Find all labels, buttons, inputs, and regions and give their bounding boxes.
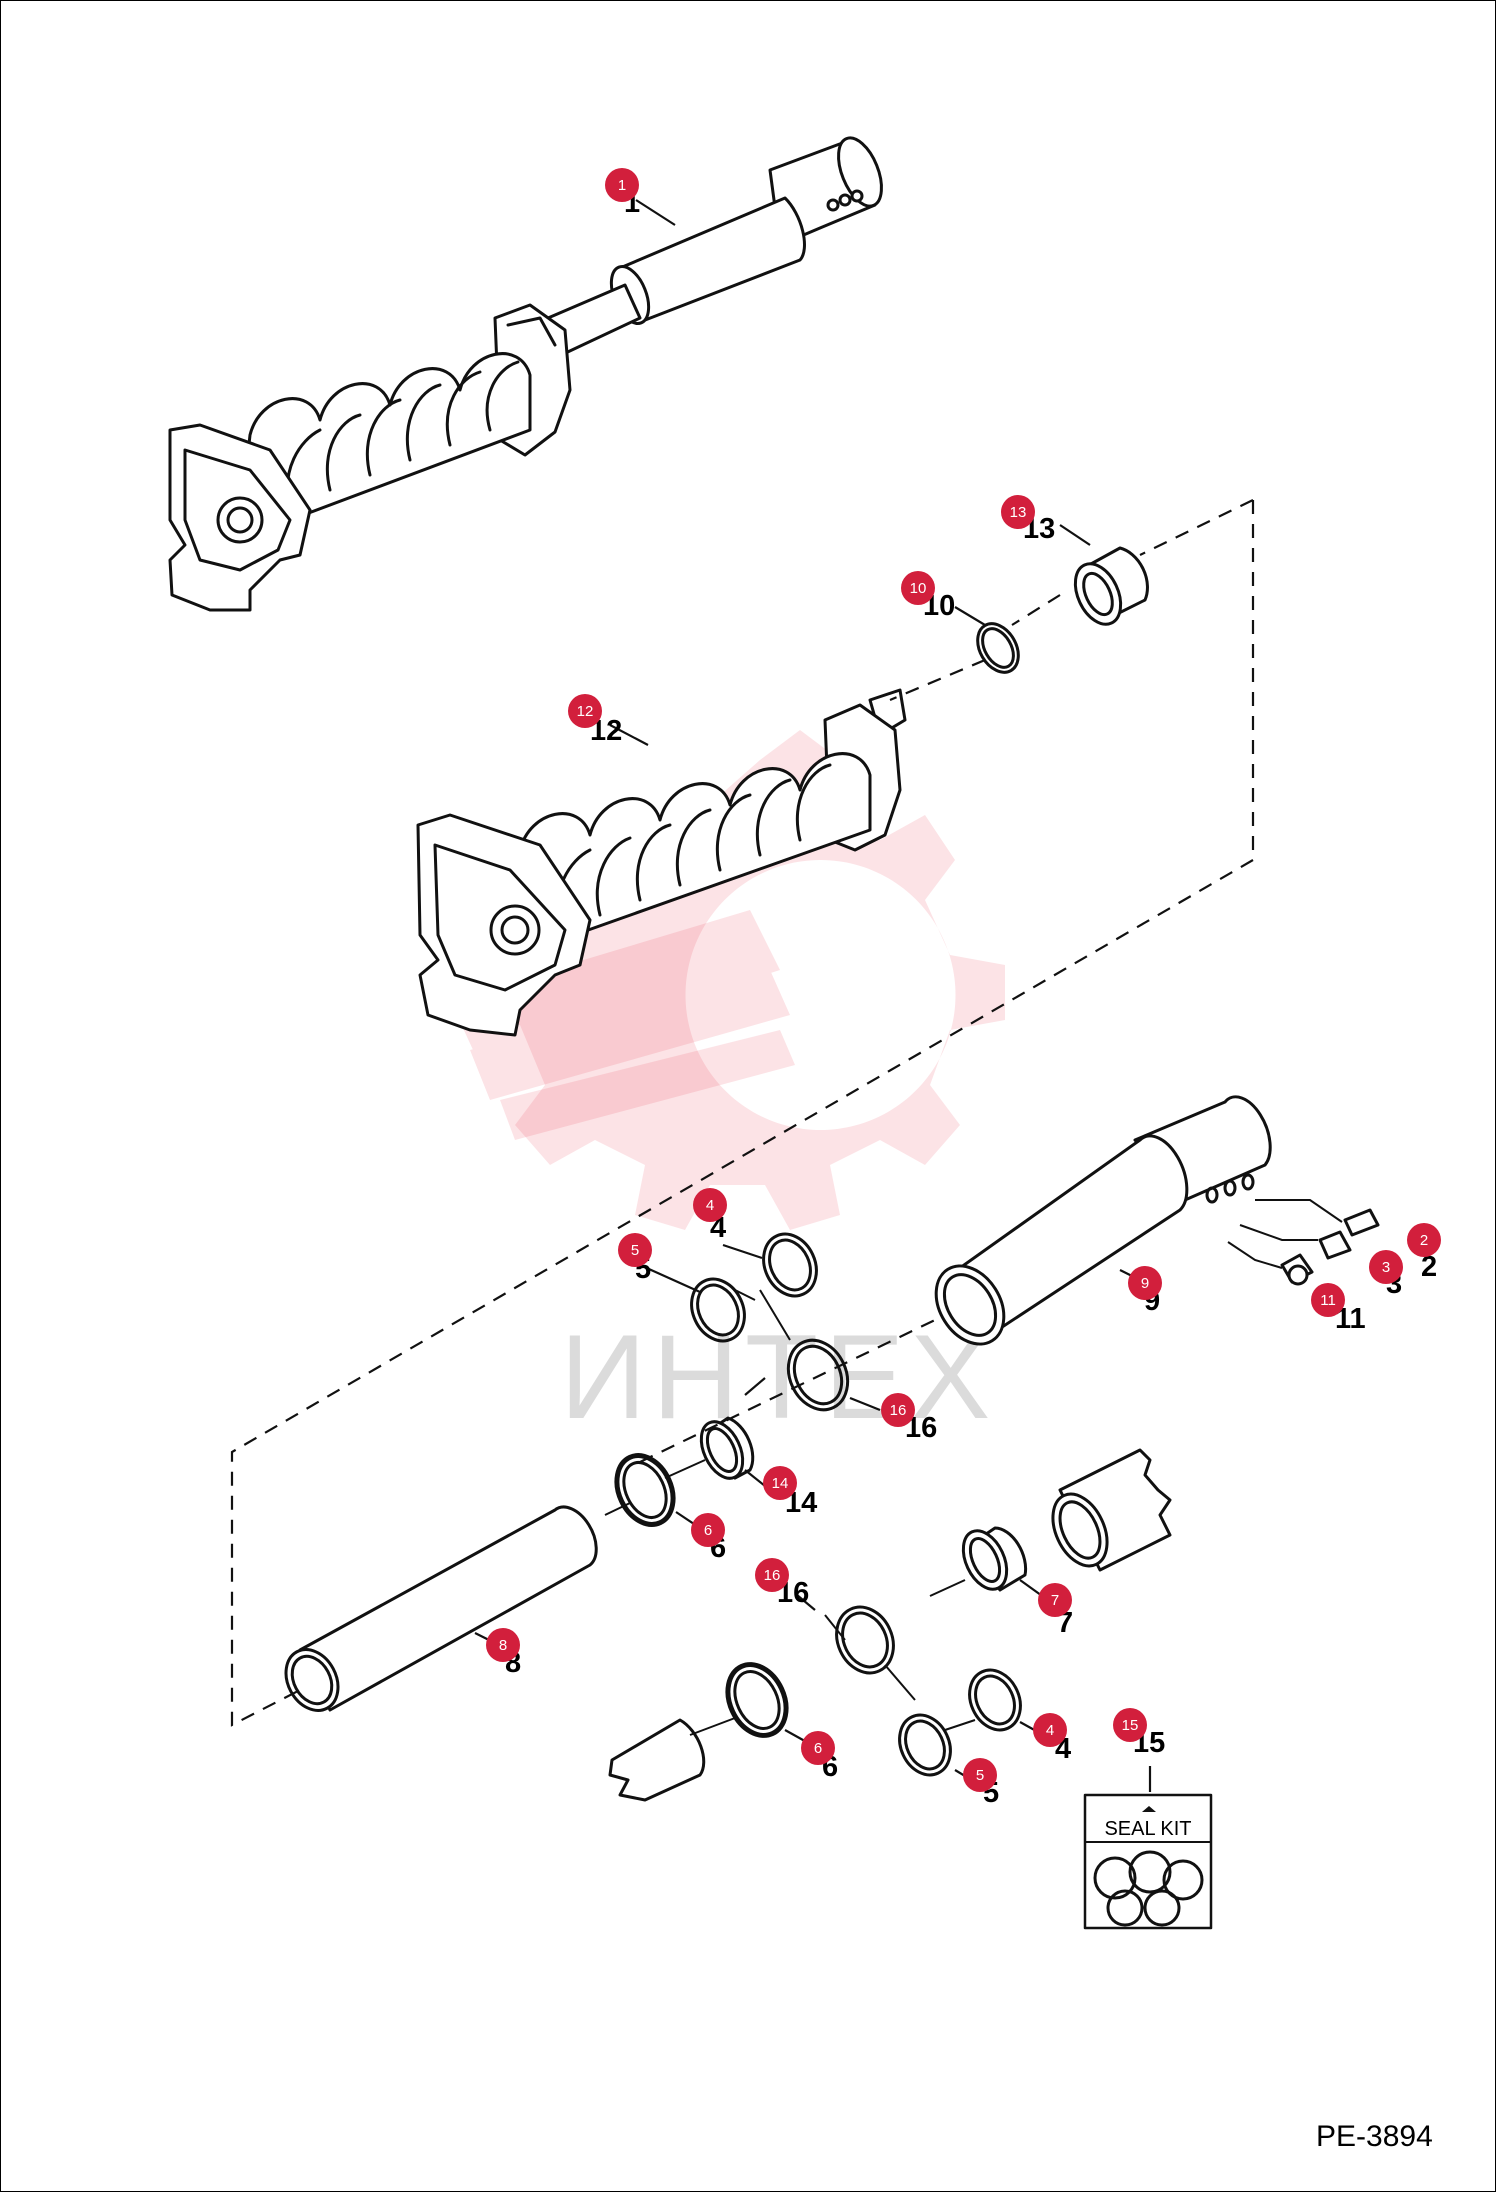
- fittings-2-3-11: [1227, 1199, 1380, 1286]
- callout-16a: 16: [881, 1393, 915, 1427]
- callout-16b: 16: [755, 1558, 789, 1592]
- callout-14: 14: [763, 1466, 797, 1500]
- callout-3: 3: [1369, 1250, 1403, 1284]
- callout-11: 11: [1311, 1283, 1345, 1317]
- callout-10: 10: [901, 571, 935, 605]
- callout-4a: 4: [693, 1188, 727, 1222]
- seal-6-upper: [614, 1453, 676, 1527]
- o-ring-10: [976, 622, 1020, 674]
- callout-markers: 1 2 3 4 4 5 5 6 6 7 8 9 10 11 12 13 14 1…: [486, 168, 1441, 1792]
- svg-text:15: 15: [1122, 1717, 1139, 1734]
- svg-text:4: 4: [1046, 1722, 1054, 1739]
- seal-4-lower: [968, 1668, 1022, 1732]
- callout-4b: 4: [1033, 1713, 1067, 1747]
- svg-text:12: 12: [577, 703, 594, 720]
- svg-text:5: 5: [976, 1767, 984, 1784]
- backup-ring-16-lower: [835, 1605, 895, 1675]
- callout-7: 7: [1038, 1583, 1072, 1617]
- drawing-code: PE-3894: [1316, 2120, 1433, 2153]
- callout-15: 15: [1113, 1708, 1147, 1742]
- cylinder-9: [934, 1095, 1272, 1346]
- svg-text:1: 1: [618, 177, 626, 194]
- piston-rod-8: [284, 1505, 598, 1712]
- part-number-2: 2: [1421, 1251, 1437, 1283]
- svg-text:10: 10: [910, 580, 927, 597]
- rod-end-detail: [608, 1718, 706, 1802]
- callout-6a: 6: [691, 1513, 725, 1547]
- svg-text:14: 14: [772, 1475, 789, 1492]
- svg-text:2: 2: [1420, 1232, 1428, 1249]
- callout-2: 2: [1407, 1223, 1441, 1257]
- bushing-13: [1073, 546, 1149, 626]
- seal-4-upper: [762, 1232, 818, 1298]
- seal-kit-label: SEAL KIT: [1104, 1818, 1191, 1840]
- svg-text:6: 6: [704, 1522, 712, 1539]
- callout-5a: 5: [618, 1233, 652, 1267]
- callout-8: 8: [486, 1628, 520, 1662]
- bushing-7: [961, 1526, 1028, 1592]
- svg-text:5: 5: [631, 1242, 639, 1259]
- svg-text:16: 16: [764, 1567, 781, 1584]
- svg-text:16: 16: [890, 1402, 907, 1419]
- cylinder-end-detail: [1051, 1448, 1172, 1572]
- seal-5-upper: [690, 1277, 746, 1343]
- svg-text:11: 11: [1320, 1292, 1336, 1309]
- callout-1: 1: [605, 168, 639, 202]
- seal-6-lower: [725, 1662, 789, 1738]
- svg-text:9: 9: [1141, 1275, 1149, 1292]
- svg-text:6: 6: [814, 1740, 822, 1757]
- recoil-spring-assembly: [168, 136, 883, 612]
- svg-text:4: 4: [706, 1197, 714, 1214]
- seal-5-lower: [898, 1713, 952, 1777]
- callout-5b: 5: [963, 1758, 997, 1792]
- callout-6b: 6: [801, 1731, 835, 1765]
- svg-text:13: 13: [1010, 504, 1027, 521]
- spring-assembly: [416, 688, 907, 1037]
- callout-12: 12: [568, 694, 602, 728]
- seal-kit-15: SEAL KIT: [1083, 1793, 1213, 1930]
- svg-text:8: 8: [499, 1637, 507, 1654]
- svg-text:7: 7: [1051, 1592, 1059, 1609]
- watermark-logo: ИНТЕХ: [450, 730, 1005, 1444]
- callout-9: 9: [1128, 1266, 1162, 1300]
- callout-13: 13: [1001, 495, 1035, 529]
- watermark-text: ИНТЕХ: [560, 1310, 996, 1444]
- assembly-lines: [230, 499, 1255, 1736]
- wiper-seal-14: [699, 1416, 755, 1480]
- svg-text:3: 3: [1382, 1259, 1390, 1276]
